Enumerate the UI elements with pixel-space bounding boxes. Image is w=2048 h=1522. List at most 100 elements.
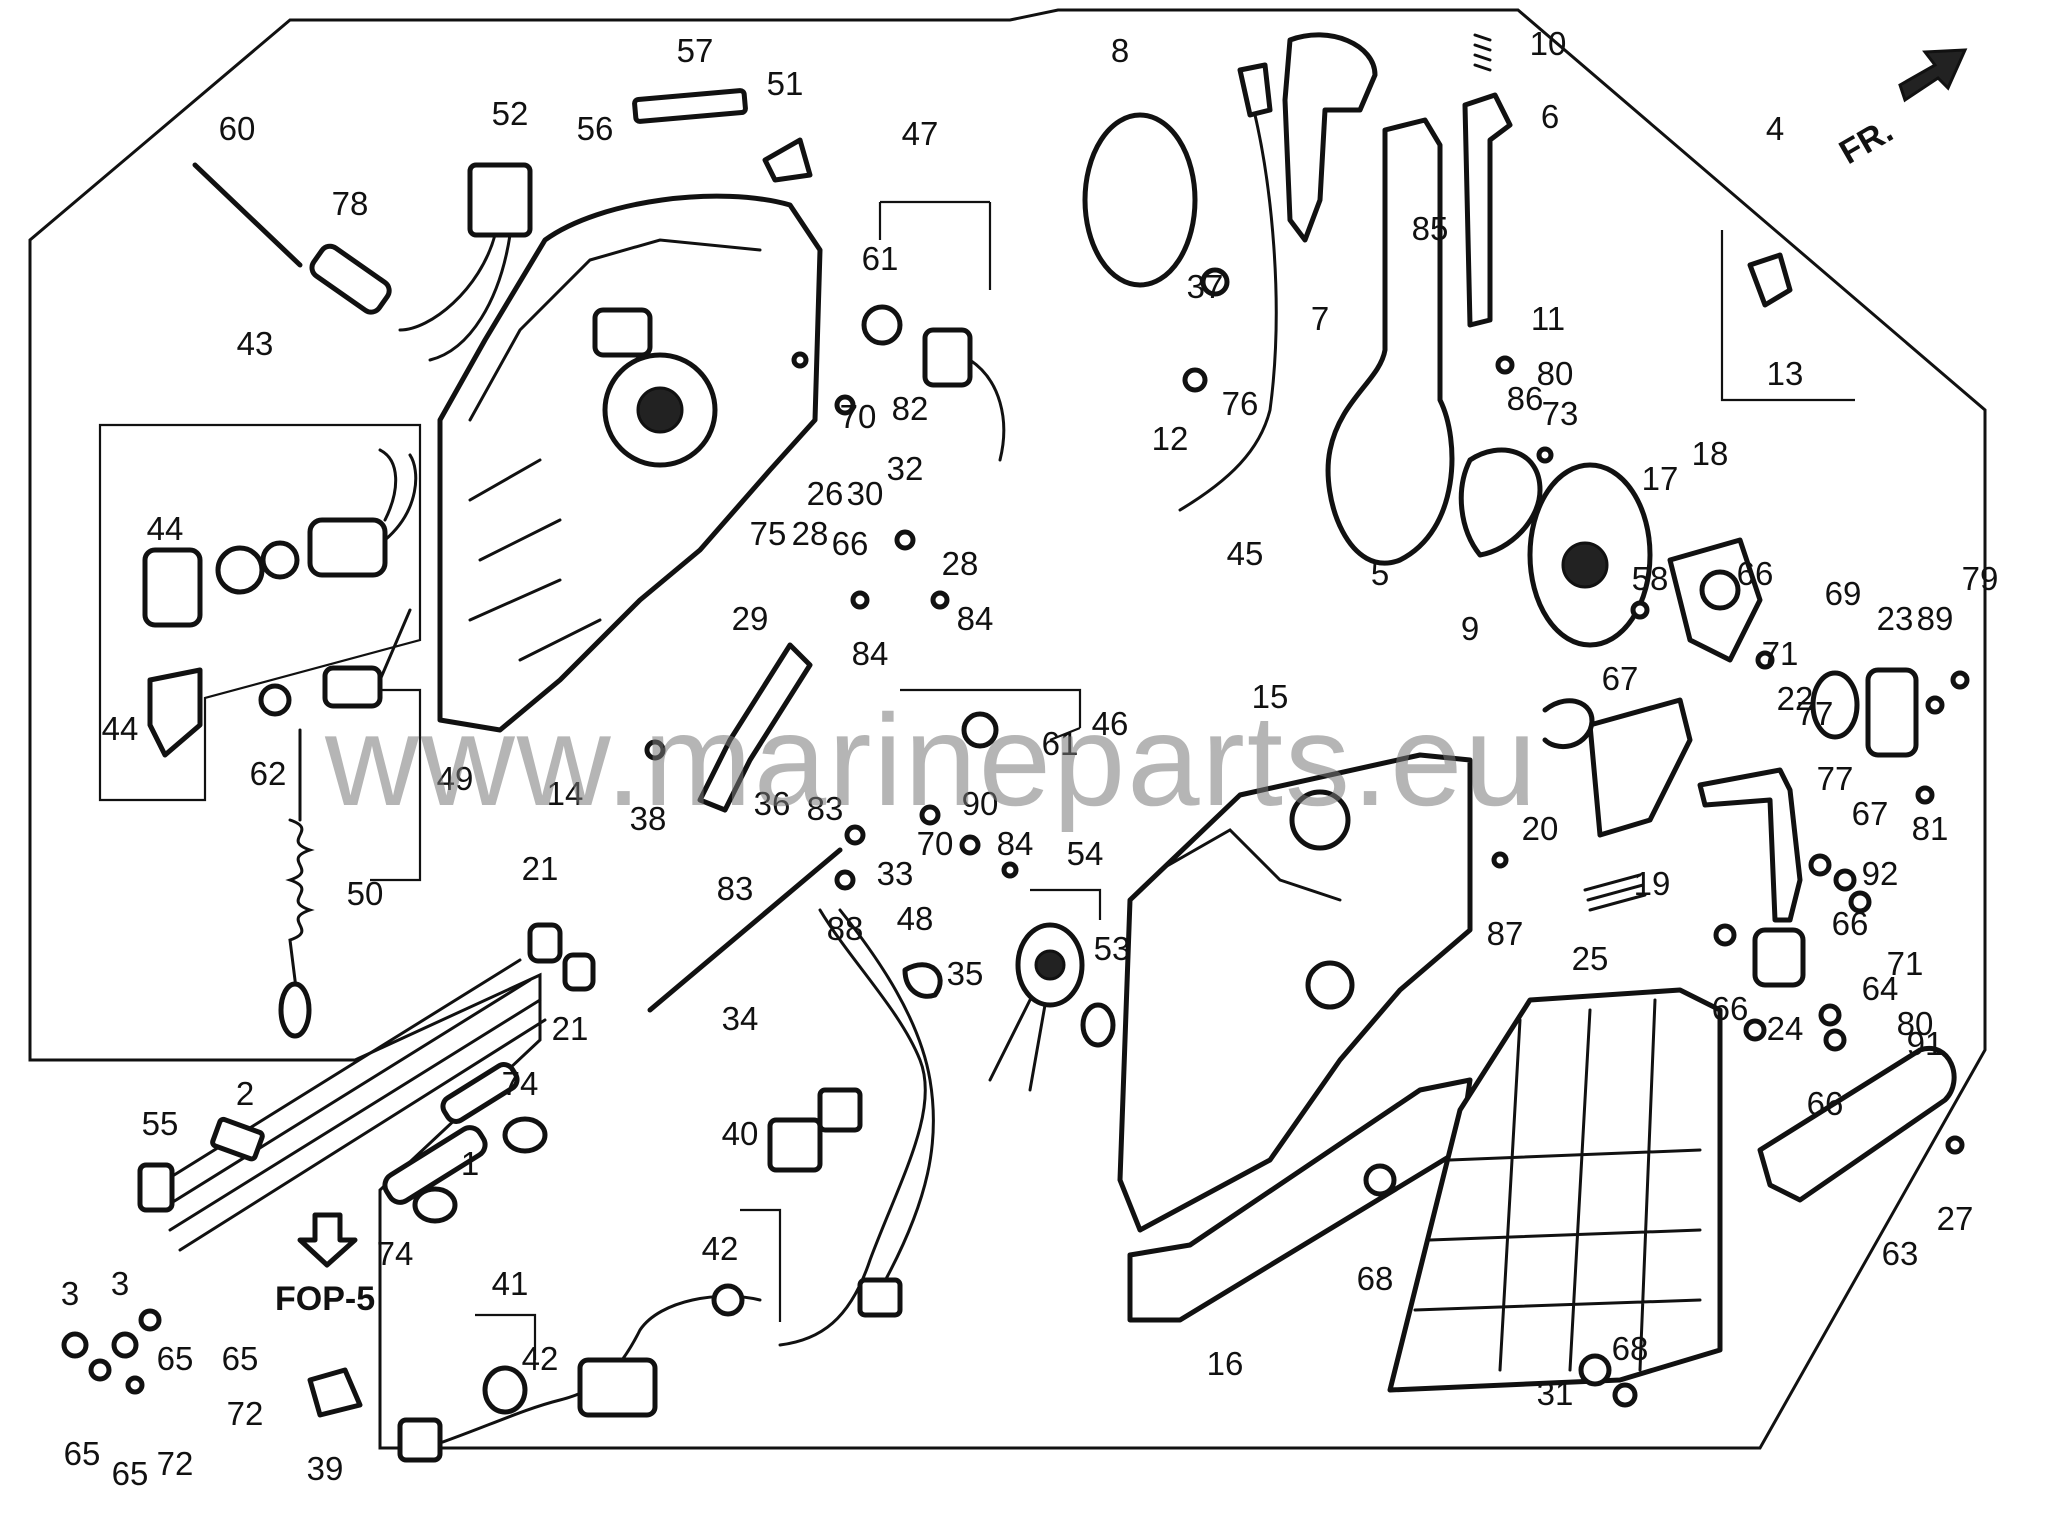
callout-83: 83 (717, 870, 754, 907)
callout-24: 24 (1767, 1010, 1804, 1047)
callout-80: 80 (1897, 1005, 1934, 1042)
part-switch-assembly-43 (142, 448, 418, 758)
callout-76: 76 (1222, 385, 1259, 422)
part-spring-10 (1473, 33, 1492, 72)
callout-22: 22 (1777, 680, 1814, 717)
callout-77: 77 (1817, 760, 1854, 797)
callout-48: 48 (897, 900, 934, 937)
callout-2: 2 (236, 1075, 254, 1112)
callout-29: 29 (732, 600, 769, 637)
callout-74: 74 (377, 1235, 414, 1272)
part-clip-13 (1747, 252, 1793, 308)
callout-18: 18 (1692, 435, 1729, 472)
callout-45: 45 (1227, 535, 1264, 572)
callout-60: 60 (219, 110, 256, 147)
callout-39: 39 (307, 1450, 344, 1487)
group-box-43 (98, 423, 422, 802)
callout-41: 41 (492, 1265, 529, 1302)
callout-66: 66 (1737, 555, 1774, 592)
callout-65: 65 (112, 1455, 149, 1492)
callout-70: 70 (840, 398, 877, 435)
callout-84: 84 (997, 825, 1034, 862)
callout-86: 86 (1507, 380, 1544, 417)
callout-32: 32 (887, 450, 924, 487)
callout-30: 30 (847, 475, 884, 512)
callout-77: 77 (1797, 695, 1834, 732)
callout-89: 89 (1917, 600, 1954, 637)
callout-83: 83 (807, 790, 844, 827)
callout-43: 43 (237, 325, 274, 362)
watermark-text: www.marineparts.eu (324, 687, 1539, 833)
callout-57: 57 (677, 32, 714, 69)
callout-47: 47 (902, 115, 939, 152)
callout-3: 3 (111, 1265, 129, 1302)
callout-42: 42 (522, 1340, 559, 1377)
part-bracket-19 (1587, 697, 1693, 838)
part-side-panel-15 (1117, 752, 1473, 1233)
callout-65: 65 (64, 1435, 101, 1472)
callout-16: 16 (1207, 1345, 1244, 1382)
part-sleeve-78 (309, 243, 392, 315)
callout-71: 71 (1887, 945, 1924, 982)
callout-66: 66 (1807, 1085, 1844, 1122)
reference-label: FOP-5 (275, 1280, 375, 1318)
part-grid-cover-31 (1387, 987, 1723, 1393)
callout-68: 68 (1612, 1330, 1649, 1367)
callout-52: 52 (492, 95, 529, 132)
part-lever-5 (1325, 117, 1455, 566)
callout-4: 4 (1766, 110, 1784, 147)
part-harness-41 (397, 1294, 762, 1463)
callout-8: 8 (1111, 32, 1129, 69)
callout-67: 67 (1852, 795, 1889, 832)
part-clip-74a (502, 1116, 548, 1154)
callout-51: 51 (767, 65, 804, 102)
front-direction-arrow-icon (1898, 48, 1968, 103)
part-switch-24 (1752, 927, 1806, 988)
part-key-switch-47 (922, 327, 1006, 462)
callout-14: 14 (547, 775, 584, 812)
callout-36: 36 (754, 785, 791, 822)
callout-87: 87 (1487, 915, 1524, 952)
reference-arrow-icon (297, 1212, 358, 1268)
callout-64: 64 (1862, 970, 1899, 1007)
part-handle-7 (1282, 32, 1378, 243)
callout-66: 66 (832, 525, 869, 562)
callout-61: 61 (1042, 725, 1079, 762)
callout-21: 21 (522, 850, 559, 887)
callout-15: 15 (1252, 678, 1289, 715)
callout-91: 91 (1907, 1025, 1944, 1062)
callout-84: 84 (852, 635, 889, 672)
callout-54: 54 (1067, 835, 1104, 872)
group-box-54 (1030, 888, 1102, 920)
callout-79: 79 (1962, 560, 1999, 597)
part-bolt-60 (192, 162, 303, 268)
callout-50: 50 (347, 875, 384, 912)
part-bracket-2 (210, 1116, 265, 1162)
callout-26: 26 (807, 475, 844, 512)
callout-68: 68 (1357, 1260, 1394, 1297)
callout-65: 65 (157, 1340, 194, 1377)
part-arm-27 (1757, 1045, 1957, 1203)
callout-44: 44 (147, 510, 184, 547)
part-ring-8 (1082, 112, 1198, 288)
callout-11: 11 (1531, 300, 1565, 337)
callout-65: 65 (222, 1340, 259, 1377)
group-box-49-50 (360, 688, 422, 882)
callout-27: 27 (1937, 1200, 1974, 1237)
part-lever-22 (1697, 767, 1803, 923)
callout-9: 9 (1461, 610, 1479, 647)
part-clamp-55 (137, 1162, 175, 1213)
callout-13: 13 (1767, 355, 1804, 392)
callout-80: 80 (1537, 355, 1574, 392)
callout-73: 73 (1542, 395, 1579, 432)
callout-55: 55 (142, 1105, 179, 1142)
callout-40: 40 (722, 1115, 759, 1152)
part-lever-6 (1462, 92, 1513, 328)
callout-88: 88 (827, 910, 864, 947)
callout-78: 78 (332, 185, 369, 222)
callout-56: 56 (577, 110, 614, 147)
part-grommet-21b (562, 952, 596, 992)
part-clip-74b (412, 1186, 458, 1224)
part-spring-25 (1583, 873, 1647, 912)
callout-63: 63 (1882, 1235, 1919, 1272)
